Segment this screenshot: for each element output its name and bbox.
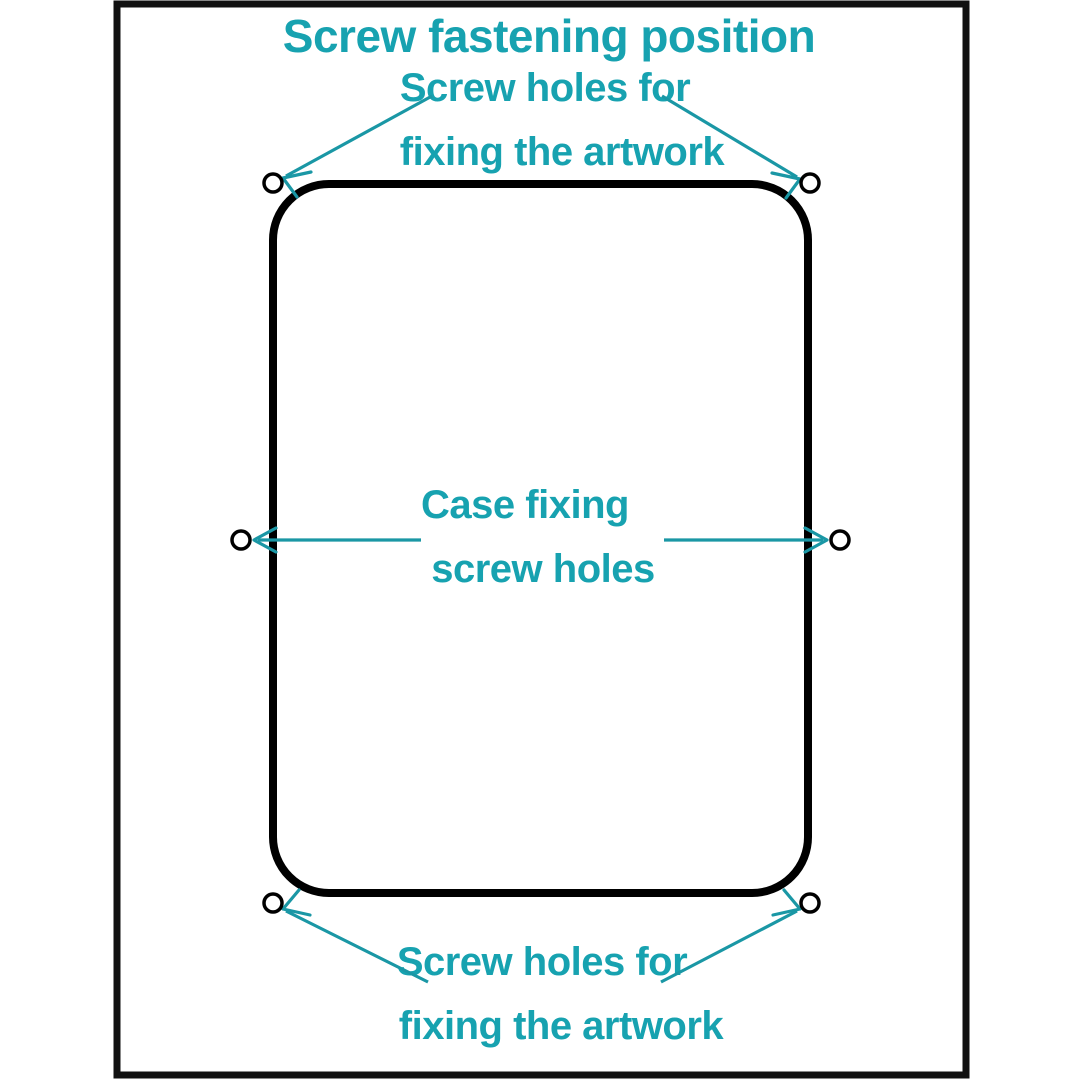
artwork-hole-top-left [262,172,284,194]
top-label-line-2: fixing the artwork [400,130,726,174]
leader-line-bottom-right [660,909,798,984]
page-title: Screw fastening position [283,10,815,62]
artwork-hole-bottom-left [262,892,284,914]
case-hole-right [829,529,851,551]
arrow-head-bottom-right-icon [771,888,802,917]
top-label-line-1: Screw holes for [400,66,690,110]
bottom-label-line-2: fixing the artwork [399,1004,725,1048]
arrow-head-middle-left-icon [252,526,278,554]
case-hole-left [230,529,252,551]
middle-label-line-1: Case fixing [421,483,629,527]
leader-line-top-right [661,94,798,179]
arrow-head-top-left-icon [281,170,313,199]
arrow-head-bottom-left-icon [281,888,312,917]
artwork-hole-bottom-right [799,892,821,914]
bottom-label-line-1: Screw holes for [397,940,687,984]
arrow-head-top-right-icon [770,171,802,200]
artwork-hole-top-right [799,172,821,194]
arrow-head-middle-right-icon [803,526,829,554]
leader-line-bottom-left [285,909,429,984]
middle-label-line-2: screw holes [431,547,655,591]
leader-line-top-left [285,94,433,178]
